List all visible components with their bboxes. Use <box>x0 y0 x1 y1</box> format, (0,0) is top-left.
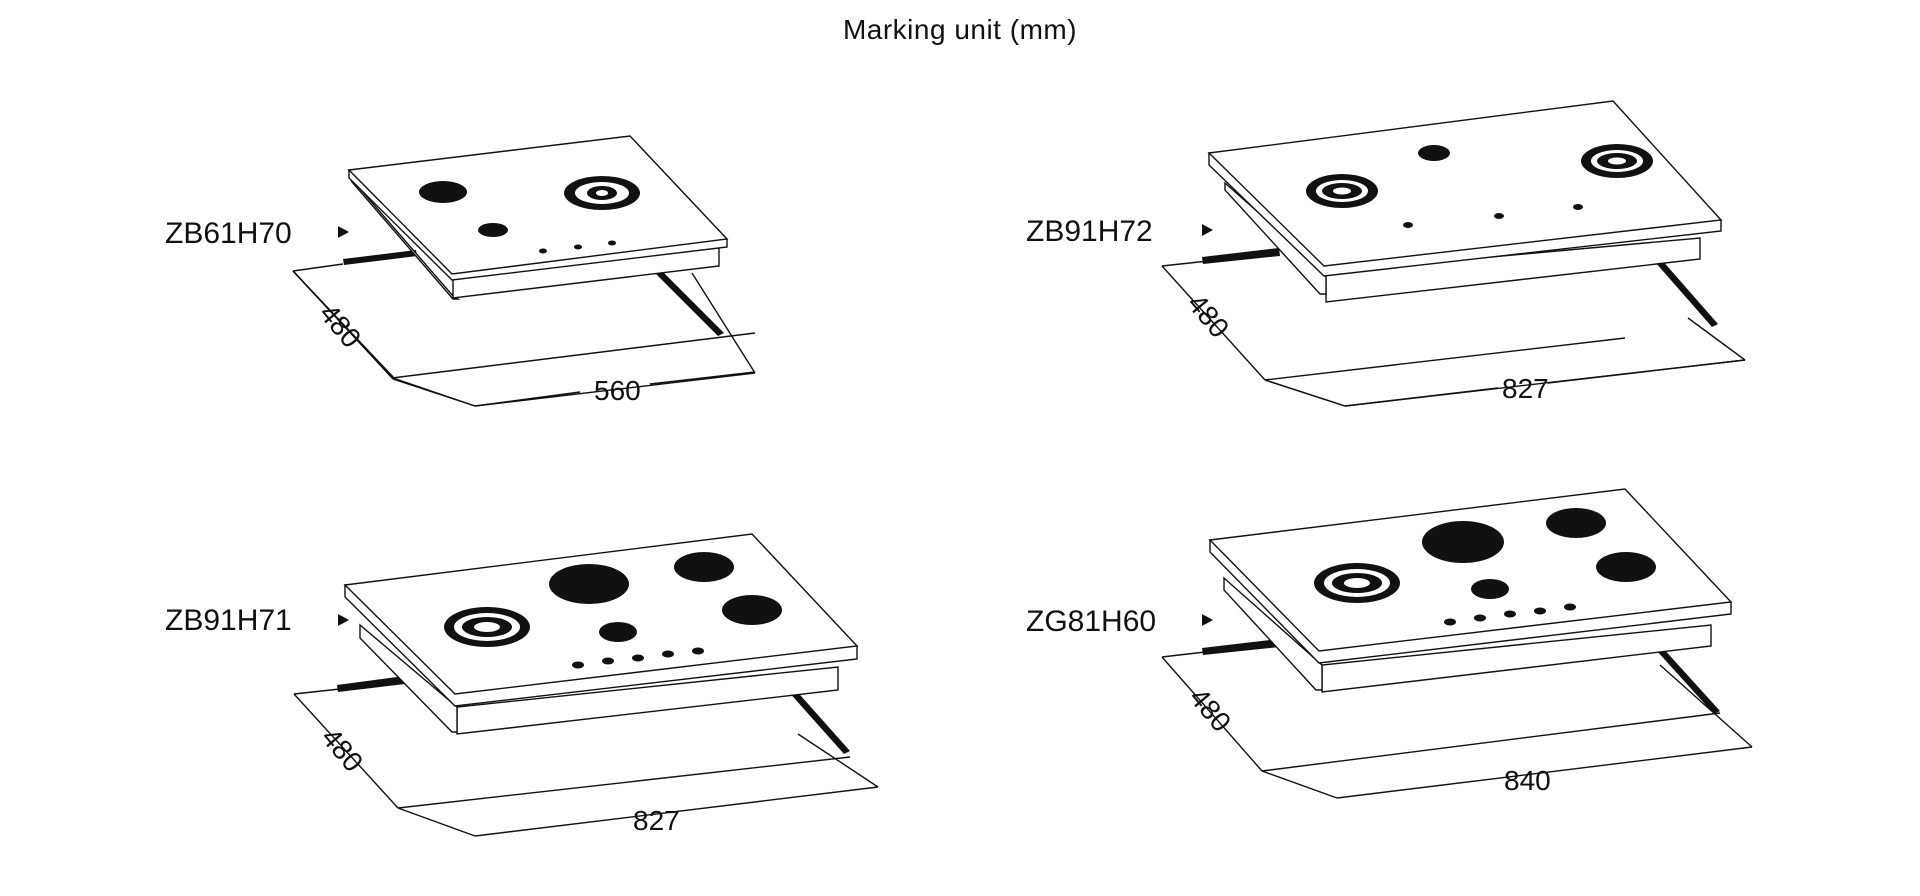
cooktop-zb91h71: ZB91H71 <box>165 533 879 837</box>
burner-solid <box>1422 521 1504 563</box>
dimension-lines <box>1264 359 1746 407</box>
pointer-arrow-icon <box>338 226 349 238</box>
burner-solid <box>599 622 637 642</box>
cooktop-body <box>1207 100 1723 303</box>
cooktop-zg81h60: ZG81H60 <box>1026 488 1753 799</box>
depth-dimension: 480 <box>313 298 367 354</box>
pointer-arrow-icon <box>1202 614 1213 626</box>
burners <box>1314 508 1656 603</box>
burner-solid <box>549 564 629 604</box>
model-label: ZB91H71 <box>165 604 292 637</box>
burner-solid <box>419 181 467 203</box>
burner-solid <box>1471 579 1509 599</box>
pointer-arrow-icon <box>338 614 349 626</box>
cooktop-zb61h70: ZB61H70 <box>165 135 756 407</box>
control-dots <box>1403 204 1583 228</box>
burner-solid <box>1546 508 1606 538</box>
burners <box>444 552 782 647</box>
burner-solid <box>722 595 782 625</box>
control-dots <box>539 240 616 254</box>
width-dimension: 560 <box>594 375 641 406</box>
burner-solid <box>478 223 508 237</box>
pointer-arrow-icon <box>1202 224 1213 236</box>
cutout-outline <box>1161 639 1753 799</box>
depth-dimension: 480 <box>315 722 369 778</box>
burner-solid <box>674 552 734 582</box>
cooktop-body <box>347 135 729 300</box>
model-label: ZB91H72 <box>1026 215 1153 248</box>
dimension-lines <box>292 270 756 407</box>
cooktop-zb91h72: ZB91H72 <box>1026 100 1746 407</box>
control-dots <box>572 647 704 669</box>
cooktop-body <box>1208 488 1733 693</box>
width-dimension: 840 <box>1504 765 1551 796</box>
width-dimension: 827 <box>1502 373 1549 404</box>
model-label: ZG81H60 <box>1026 605 1156 638</box>
width-dimension: 827 <box>633 805 680 836</box>
cutout-outline <box>293 675 879 837</box>
control-dots <box>1444 603 1576 626</box>
page-title: Marking unit (mm) <box>842 14 1078 45</box>
burners <box>1306 144 1653 208</box>
burners <box>419 176 640 237</box>
model-label: ZB61H70 <box>165 217 292 250</box>
burner-solid <box>1418 145 1450 161</box>
burner-solid <box>1596 552 1656 582</box>
